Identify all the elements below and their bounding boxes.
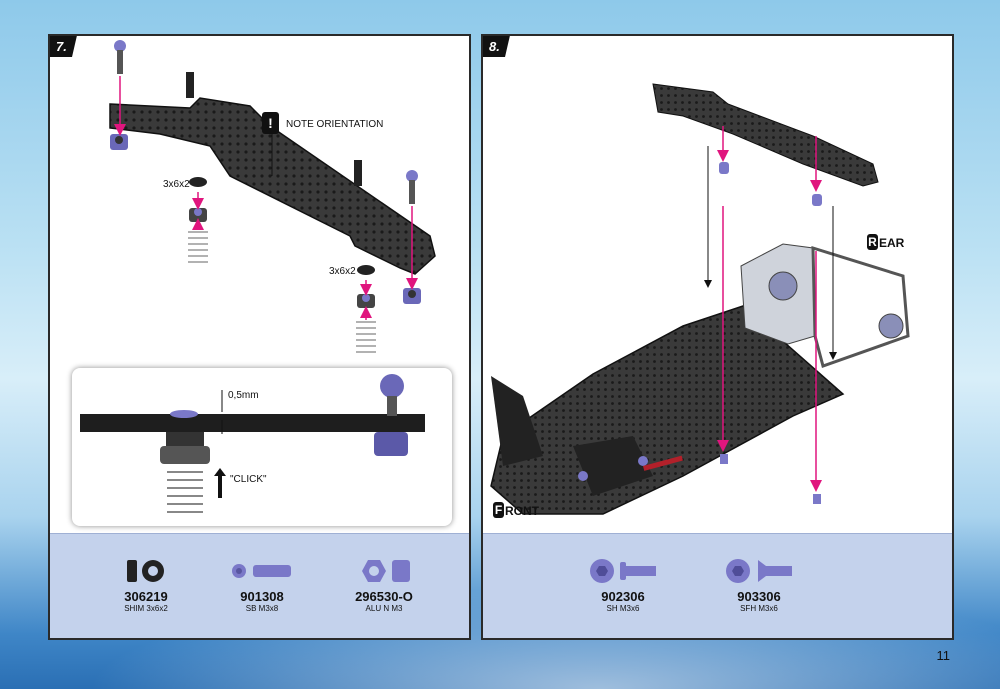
part-screw-ball: 901308 SB M3x8: [212, 556, 312, 614]
spring-collar: [357, 294, 375, 308]
spring: [188, 231, 376, 353]
part-name: SH M3x6: [606, 604, 640, 613]
assembly-arrows: [114, 76, 418, 320]
part-shim: 306219 SHIM 3x6x2: [96, 556, 196, 614]
alu-nut: [110, 134, 128, 150]
parts-list: 306219 SHIM 3x6x2 901308 SB M3x8 296530-…: [50, 533, 469, 638]
shim: [189, 177, 207, 187]
part-name: SHIM 3x6x2: [124, 604, 168, 613]
detail-illustration: [80, 374, 425, 513]
front-label: RONT: [505, 504, 539, 518]
step-7-panel: 7.: [48, 34, 471, 640]
detail-inset: 0,5mm "CLICK": [72, 368, 452, 526]
step-8-illustration: [490, 83, 910, 515]
ball-stud-icon: [232, 564, 291, 578]
step-number: 7.: [50, 36, 77, 57]
exclamation-icon: !: [262, 112, 279, 134]
part-name: SB M3x8: [245, 604, 279, 613]
standoff: [719, 162, 822, 206]
top-deck-plate: [109, 97, 436, 275]
part-code: 306219: [124, 589, 168, 604]
standoff: [186, 72, 194, 98]
step-number: 8.: [483, 36, 510, 57]
step-8-panel: 8.: [481, 34, 954, 640]
front-letter-icon: F: [493, 502, 504, 518]
rear-pod: [740, 243, 910, 368]
shim-label: 3x6x2: [329, 266, 356, 277]
page-number: 11: [936, 648, 951, 663]
rear-letter-icon: R: [867, 234, 878, 250]
part-socket-head-screw: 902306 SH M3x6: [573, 556, 673, 614]
gap-label: 0,5mm: [228, 390, 259, 401]
shim: [357, 265, 375, 275]
shim-label: 3x6x2: [163, 179, 190, 190]
ball-stud-left: [114, 40, 126, 74]
ball-stud-right: [406, 170, 418, 204]
part-code: 902306: [601, 589, 645, 604]
part-code: 296530-O: [355, 589, 413, 604]
standoff: [354, 160, 362, 186]
click-label: "CLICK": [230, 474, 267, 485]
screw: [720, 454, 821, 504]
front-suspension: [491, 376, 653, 496]
steering-link: [643, 455, 683, 471]
parts-list: 902306 SH M3x6 903306 SFH M3x6: [483, 533, 952, 638]
part-code: 903306: [737, 589, 781, 604]
part-flat-head-screw: 903306 SFH M3x6: [709, 556, 809, 614]
part-code: 901308: [240, 589, 284, 604]
alu-nut: [403, 288, 421, 304]
note-orientation-label: NOTE ORIENTATION: [286, 119, 384, 130]
top-deck-plate: [652, 83, 879, 187]
chassis-plate: [490, 305, 845, 515]
spring-collar: [189, 208, 207, 222]
part-name: ALU N M3: [365, 604, 403, 613]
socket-head-screw-icon: [590, 559, 656, 583]
shim-icon: [127, 560, 164, 582]
flat-head-screw-icon: [726, 559, 792, 583]
part-name: SFH M3x6: [740, 604, 778, 613]
rear-label: EAR: [879, 236, 905, 250]
part-alu-nut: 296530-O ALU N M3: [334, 556, 434, 614]
step-7-illustration: [109, 40, 436, 353]
nut-icon: [362, 560, 410, 582]
